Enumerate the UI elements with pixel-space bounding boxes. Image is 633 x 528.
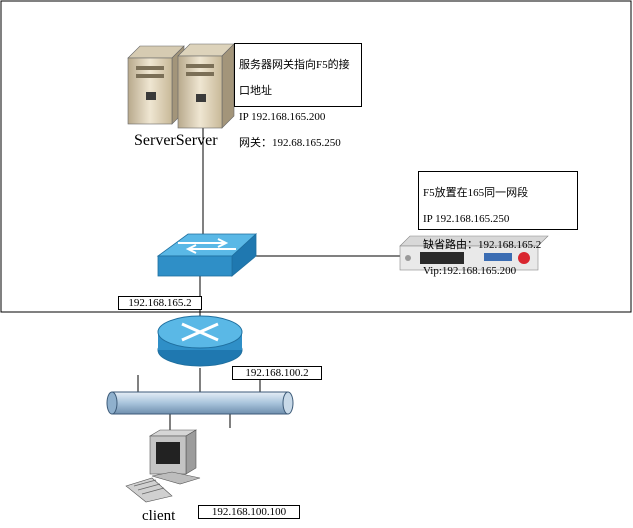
f5-note-line-3: 缺省路由：192.168.165.2 (423, 239, 542, 251)
switch-icon (156, 233, 258, 277)
server-note-box: 服务器网关指向F5的接 口地址 IP 192.168.165.200 网关：19… (234, 43, 362, 149)
router-top-ip: 192.168.165.2 (118, 296, 202, 310)
server-note-line-2: 口地址 (239, 85, 272, 97)
f5-appliance-icon (399, 235, 549, 271)
server-note-line-1: 服务器网关指向F5的接 (239, 59, 350, 71)
segment-165-border (0, 0, 632, 313)
f5-note-line-4: Vip:192.168.165.200 (423, 265, 517, 277)
server-note-line-3: IP 192.168.165.200 (239, 111, 326, 123)
client-pc-icon (125, 429, 201, 503)
router-icon (157, 315, 243, 367)
f5-note-box: F5放置在165同一网段 IP 192.168.165.250 缺省路由：192… (418, 171, 578, 277)
f5-note-line-1: F5放置在165同一网段 (423, 187, 529, 199)
client-ip: 192.168.100.100 (198, 505, 300, 519)
server-label: ServerServer (134, 132, 218, 149)
router-bottom-ip: 192.168.100.2 (232, 366, 322, 380)
network-bus (106, 391, 294, 415)
f5-note-line-2: IP 192.168.165.250 (423, 213, 510, 225)
server-icon (127, 43, 235, 129)
server-note-line-4: 网关：192.68.165.250 (239, 137, 341, 149)
client-label: client (142, 508, 176, 524)
